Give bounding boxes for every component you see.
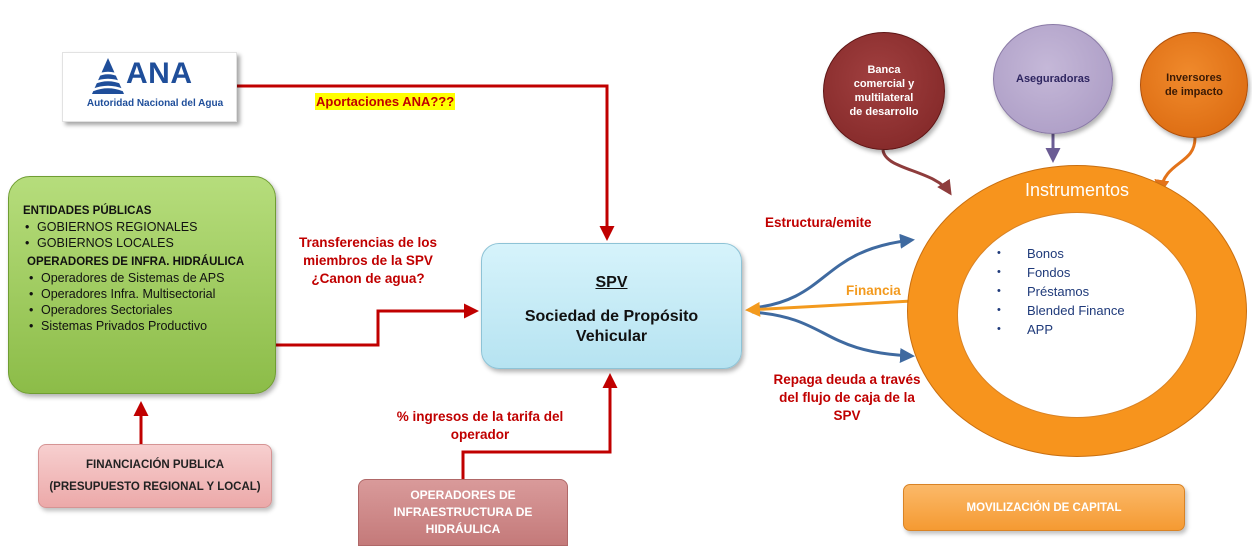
label-line: del flujo de caja de la <box>779 390 915 405</box>
ana-logo-subtitle: Autoridad Nacional del Agua <box>86 98 224 109</box>
list-item: Sistemas Privados Productivo <box>23 318 265 334</box>
operadores-line: HIDRÁULICA <box>425 522 501 536</box>
financiacion-line1: FINANCIACIÓN PUBLICA <box>86 459 224 471</box>
label-line: ¿Canon de agua? <box>311 271 425 286</box>
label-line: operador <box>450 427 510 442</box>
inversores-line: de impacto <box>1164 86 1224 98</box>
list-item: Operadores Sectoriales <box>23 302 265 318</box>
operadores-heading: OPERADORES DE INFRA. HIDRÁULICA <box>27 256 245 268</box>
arrow-spv-repaga <box>751 310 915 363</box>
ana-logo <box>62 52 237 122</box>
instrumentos-title: Instrumentos <box>1024 180 1130 200</box>
banca-line: Banca <box>867 64 901 76</box>
label-line: Transferencias de los <box>298 235 438 250</box>
label-estructura: Estructura/emite <box>765 215 872 230</box>
financiacion-line2: (PRESUPUESTO REGIONAL Y LOCAL) <box>49 481 261 493</box>
operadores-list: Operadores de Sistemas de APS Operadores… <box>23 270 265 334</box>
arrow-entidades-spv <box>276 303 479 347</box>
arrow-financia <box>745 299 913 317</box>
operadores-line: OPERADORES DE <box>410 488 516 502</box>
list-item: Blended Finance <box>997 301 1127 320</box>
spv-title: SPV <box>595 274 628 291</box>
label-line: miembros de la SPV <box>303 253 433 268</box>
label-transferencias: Transferencias de los miembros de la SPV… <box>278 234 458 288</box>
inversores-line: Inversores <box>1166 72 1222 84</box>
ana-wave-icon <box>92 58 124 94</box>
operadores-infraestructura-box: OPERADORES DE INFRAESTRUCTURA DE HIDRÁUL… <box>358 479 568 546</box>
instrumentos-list: Bonos Fondos Préstamos Blended Finance A… <box>997 244 1127 339</box>
entidades-heading: ENTIDADES PÚBLICAS <box>23 205 152 217</box>
list-item: Operadores de Sistemas de APS <box>23 270 265 286</box>
label-line: % ingresos de la tarifa del <box>396 409 564 424</box>
banca-line: multilateral <box>854 92 914 104</box>
list-item: Operadores Infra. Multisectorial <box>23 286 265 302</box>
label-ingresos: % ingresos de la tarifa del operador <box>370 408 590 444</box>
banca-line: comercial y <box>853 78 915 90</box>
entidades-publicas-box: ENTIDADES PÚBLICAS GOBIERNOS REGIONALES … <box>8 176 276 394</box>
banca-circle: Banca comercial y multilateral de desarr… <box>823 32 945 150</box>
movilizacion-capital-box: MOVILIZACIÓN DE CAPITAL <box>903 484 1185 531</box>
label-aportaciones: Aportaciones ANA??? <box>315 93 456 110</box>
spv-subtitle: Sociedad de Propósito Vehicular <box>524 308 699 345</box>
label-repaga: Repaga deuda a través del flujo de caja … <box>757 371 937 425</box>
aseguradoras-circle: Aseguradoras <box>993 24 1113 134</box>
list-item: Bonos <box>997 244 1127 263</box>
list-item: APP <box>997 320 1127 339</box>
list-item: Préstamos <box>997 282 1127 301</box>
operadores-line: INFRAESTRUCTURA DE <box>393 505 533 519</box>
label-financia: Financia <box>846 283 901 298</box>
aseguradoras-label: Aseguradoras <box>1016 73 1090 85</box>
banca-line: de desarrollo <box>849 106 919 118</box>
label-line: Repaga deuda a través <box>773 372 921 387</box>
financiacion-publica-box: FINANCIACIÓN PUBLICA (PRESUPUESTO REGION… <box>38 444 272 508</box>
list-item: Fondos <box>997 263 1127 282</box>
list-item: GOBIERNOS REGIONALES <box>23 219 265 235</box>
entidades-list: GOBIERNOS REGIONALES GOBIERNOS LOCALES <box>23 219 265 251</box>
spv-box: SPV Sociedad de Propósito Vehicular <box>481 243 742 369</box>
list-item: GOBIERNOS LOCALES <box>23 235 265 251</box>
inversores-circle: Inversores de impacto <box>1140 32 1248 138</box>
ana-logo-name: ANA <box>126 57 193 90</box>
label-line: SPV <box>833 408 861 423</box>
